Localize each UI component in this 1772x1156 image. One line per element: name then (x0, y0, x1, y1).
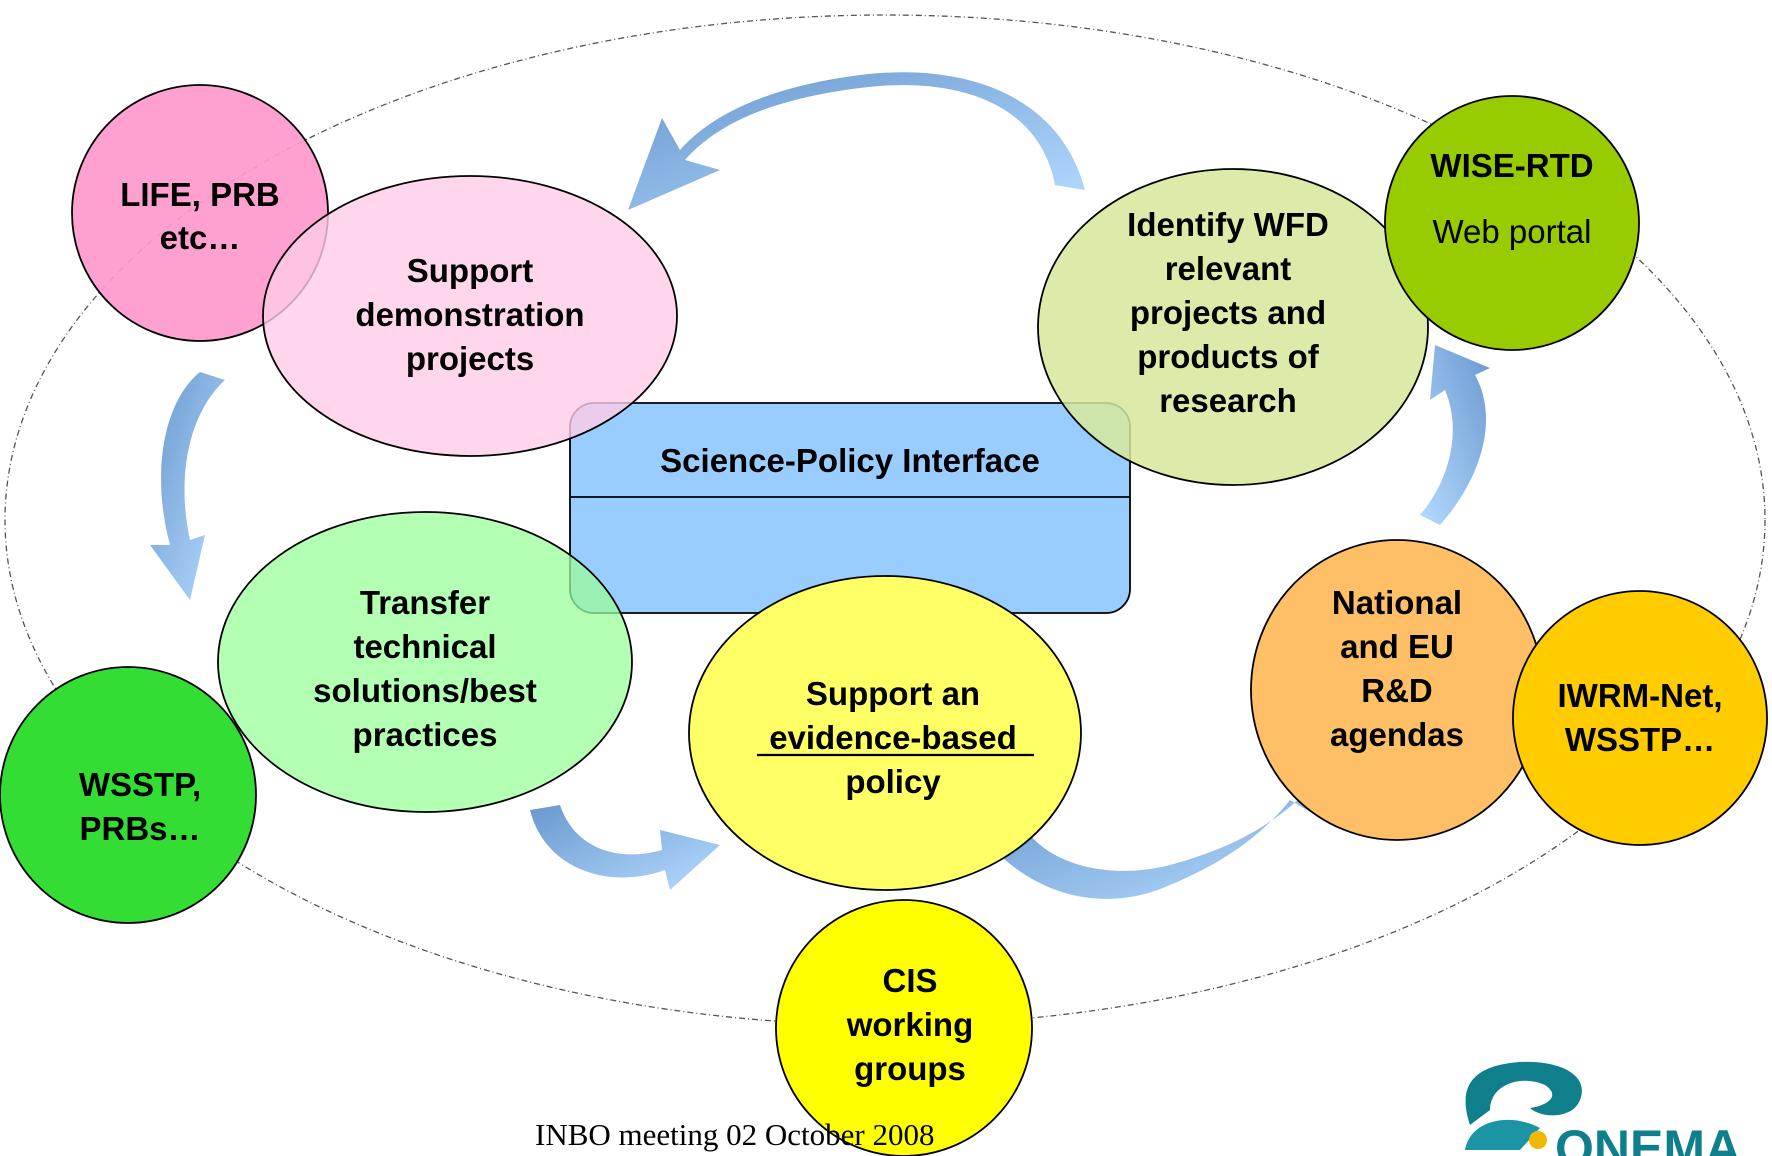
iwrm-line-2: WSSTP… (1565, 721, 1715, 758)
wise-rtd-title: WISE-RTD (1430, 147, 1593, 184)
arrow-life-to-transfer (150, 372, 225, 600)
arrow-evidence-to-national (990, 785, 1342, 899)
demo-line-3: projects (406, 340, 534, 377)
science-policy-interface-box: Science-Policy Interface (569, 402, 1131, 614)
support-demonstration-node: Support demonstration projects (262, 175, 678, 457)
iwrm-line-1: IWRM-Net, (1558, 677, 1723, 714)
identify-line-4: products of (1137, 338, 1319, 375)
identify-line-3: projects and (1130, 294, 1326, 331)
national-line-1: National (1332, 584, 1462, 621)
onema-logo-mark (1465, 1061, 1582, 1125)
evidence-line-2: evidence-based (769, 719, 1017, 756)
onema-logo: ONEMA (1465, 1061, 1741, 1156)
onema-logo-text: ONEMA (1555, 1120, 1741, 1156)
evidence-line-1: Support an (806, 675, 980, 712)
cis-line-1: CIS (882, 962, 937, 999)
wise-rtd-node: WISE-RTD Web portal (1384, 95, 1640, 351)
wsstp-line-1: WSSTP, (79, 766, 201, 803)
interface-title: Science-Policy Interface (660, 442, 1040, 479)
cis-working-groups-node: CIS working groups (775, 899, 1033, 1156)
identify-line-2: relevant (1165, 250, 1292, 287)
arrow-national-to-identify (1420, 345, 1490, 525)
wsstp-prbs-node (0, 666, 257, 924)
iwrm-net-node: IWRM-Net, WSSTP… (1512, 590, 1768, 846)
cis-line-3: groups (854, 1050, 966, 1087)
demo-line-2: demonstration (355, 296, 584, 333)
national-line-2: and EU (1340, 628, 1454, 665)
transfer-line-1: Transfer (360, 584, 490, 621)
identify-line-1: Identify WFD (1127, 206, 1329, 243)
transfer-line-2: technical (353, 628, 496, 665)
identify-wfd-node: Identify WFD relevant projects and produ… (1037, 168, 1429, 486)
evidence-line-3: policy (845, 763, 941, 800)
onema-logo-dot (1529, 1131, 1547, 1149)
arrow-transfer-to-evidence (530, 805, 720, 890)
transfer-technical-node: Transfer technical solutions/best practi… (217, 511, 633, 813)
evidence-based-policy-node: Support an evidence-based policy (688, 575, 1082, 891)
life-prb-node: LIFE, PRB etc… (71, 84, 329, 342)
transfer-line-4: practices (353, 716, 498, 753)
transfer-line-3: solutions/best (313, 672, 537, 709)
national-line-4: agendas (1330, 716, 1464, 753)
national-line-3: R&D (1361, 672, 1433, 709)
cis-line-2: working (846, 1006, 974, 1043)
footer-text: INBO meeting 02 October 2008 (535, 1117, 934, 1152)
demo-line-1: Support (407, 252, 533, 289)
identify-line-5: research (1159, 382, 1297, 419)
wsstp-line-2: PRBs… (79, 810, 200, 847)
wise-rtd-subtitle: Web portal (1433, 213, 1592, 250)
life-prb-line-2: etc… (160, 219, 241, 256)
life-prb-line-1: LIFE, PRB (120, 176, 280, 213)
national-eu-agendas-node: National and EU R&D agendas (1250, 539, 1544, 841)
arrow-identify-to-demo (628, 72, 1085, 211)
